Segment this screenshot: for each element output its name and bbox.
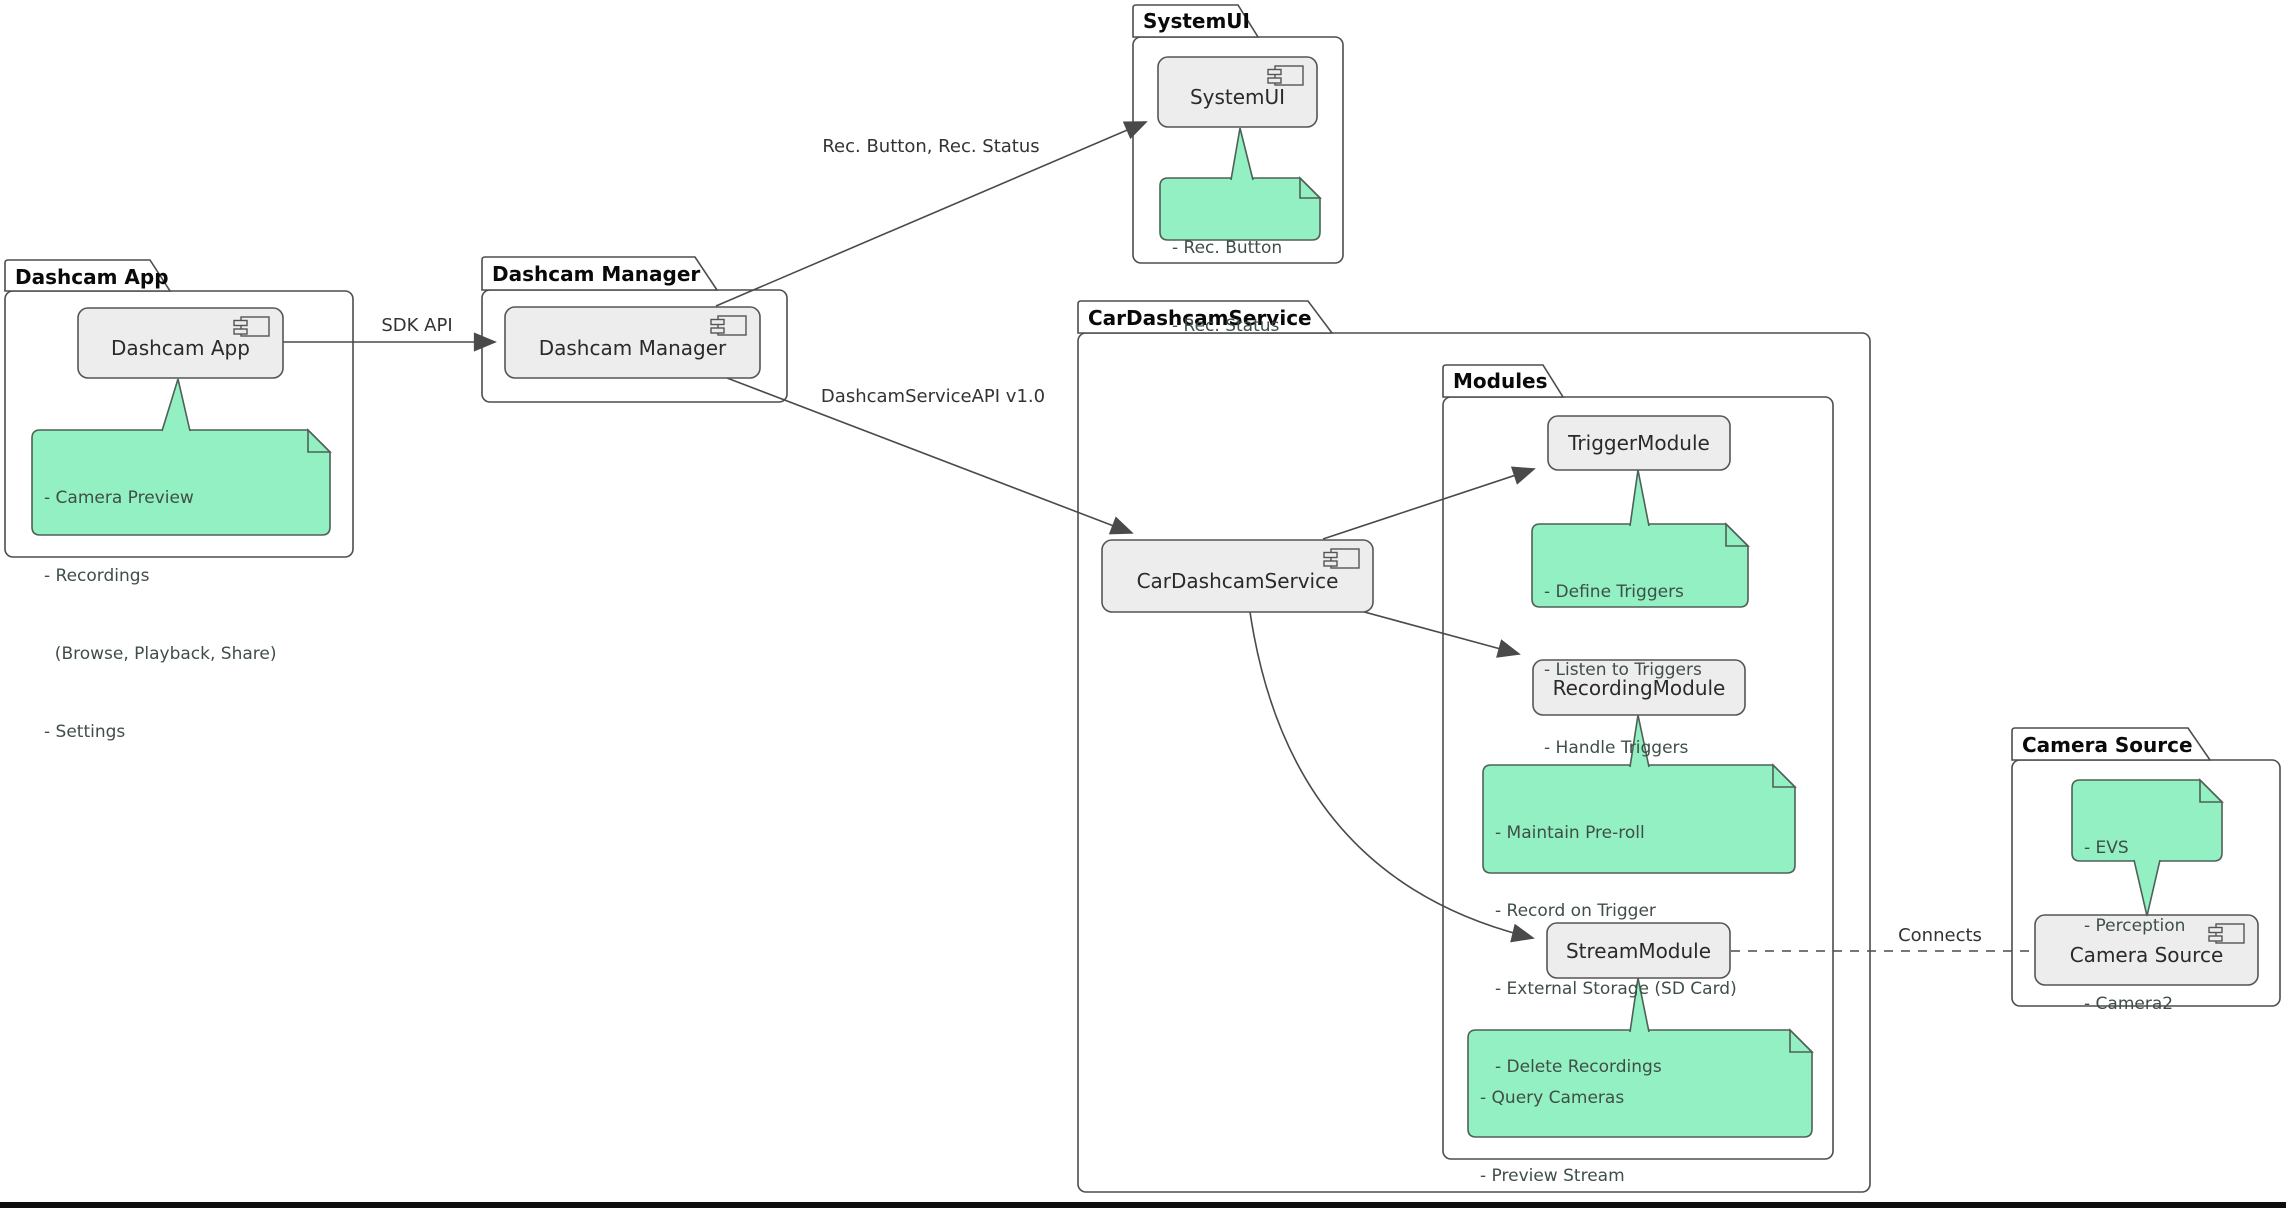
note-line: - External Storage (SD Card) bbox=[1495, 979, 1737, 999]
component-name-systemui: SystemUI bbox=[1189, 85, 1286, 109]
note-camera-source-text: - EVS - Perception - Camera2 bbox=[2072, 783, 2222, 1069]
edge-rec-button-status bbox=[715, 121, 1148, 307]
component-name-dashcam-manager: Dashcam Manager bbox=[538, 335, 727, 360]
note-line: (Browse, Playback, Share) bbox=[44, 644, 277, 664]
component-icon bbox=[233, 316, 270, 337]
note-line: - Define Triggers bbox=[1544, 582, 1684, 602]
note-line: - Record on Trigger bbox=[1495, 901, 1656, 921]
component-name-car-dashcam-service: CarDashcamService bbox=[1136, 569, 1339, 593]
component-icon bbox=[710, 315, 747, 336]
component-trigger-module bbox=[1547, 415, 1731, 471]
component-car-dashcam-service bbox=[1101, 539, 1374, 613]
edge-label-rec-button-status: Rec. Button, Rec. Status bbox=[822, 136, 1040, 157]
component-dashcam-manager bbox=[504, 306, 761, 379]
note-line: - Rec. Status bbox=[1172, 316, 1280, 336]
note-recording-module bbox=[1482, 764, 1796, 874]
note-dashcam-app-text: - Camera Preview - Recordings (Browse, P… bbox=[32, 433, 330, 797]
component-icon bbox=[1323, 548, 1360, 569]
note-line: - Preview Stream bbox=[1480, 1166, 1625, 1186]
component-name-dashcam-app: Dashcam App bbox=[111, 336, 250, 360]
note-pointers bbox=[161, 127, 2161, 1033]
note-trigger-module-text: - Define Triggers - Listen to Triggers -… bbox=[1532, 527, 1748, 813]
note-line: - Delete Recordings bbox=[1495, 1057, 1662, 1077]
package-title-car-dashcam-service: CarDashcamService bbox=[1088, 306, 1312, 330]
package-title-systemui: SystemUI bbox=[1143, 9, 1250, 33]
note-line: - Settings bbox=[44, 722, 126, 742]
note-line: - Query Cameras bbox=[1480, 1088, 1625, 1108]
note-line: - Listen to Triggers bbox=[1544, 660, 1702, 680]
edge-label-dashcam-service-api: DashcamServiceAPI v1.0 bbox=[820, 386, 1046, 407]
note-line: - Rec. Button bbox=[1172, 238, 1283, 258]
edge-dashcam-service-api bbox=[726, 377, 1134, 535]
note-camera-source bbox=[2071, 779, 2223, 862]
package-title-dashcam-manager: Dashcam Manager bbox=[492, 262, 701, 286]
note-line: - Recordings bbox=[44, 566, 150, 586]
edge-to-trigger-module bbox=[1322, 466, 1536, 540]
note-fold bbox=[1725, 522, 1750, 547]
component-name-stream-module: StreamModule bbox=[1565, 938, 1712, 963]
edge-label-sdk-api: SDK API bbox=[381, 315, 453, 336]
bottom-window-edge bbox=[0, 1202, 2286, 1208]
note-dashcam-app bbox=[31, 429, 331, 536]
note-stream-module bbox=[1467, 1029, 1813, 1138]
component-name-recording-module: RecordingModule bbox=[1552, 675, 1726, 700]
edge-label-connects: Connects bbox=[1898, 925, 1982, 946]
note-fold bbox=[2199, 778, 2224, 803]
edge-to-recording-module bbox=[1356, 609, 1521, 658]
note-line: - EVS bbox=[2084, 838, 2129, 858]
note-line: - Camera2 bbox=[2084, 994, 2174, 1014]
note-line: - Perception bbox=[2084, 916, 2186, 936]
package-title-modules: Modules bbox=[1453, 369, 1548, 393]
note-line: - Maintain Pre-roll bbox=[1495, 823, 1645, 843]
note-fold bbox=[1772, 763, 1797, 788]
package-title-camera-source: Camera Source bbox=[2022, 733, 2193, 757]
component-recording-module bbox=[1532, 659, 1746, 716]
component-name-camera-source: Camera Source bbox=[2069, 943, 2224, 967]
note-fold bbox=[307, 428, 332, 453]
component-systemui bbox=[1157, 56, 1318, 128]
note-line: - Camera Preview bbox=[44, 488, 194, 508]
note-systemui bbox=[1159, 177, 1321, 241]
package-title-dashcam-app: Dashcam App bbox=[15, 265, 169, 289]
component-name-trigger-module: TriggerModule bbox=[1568, 431, 1710, 455]
note-recording-module-text: - Maintain Pre-roll - Record on Trigger … bbox=[1483, 768, 1795, 1132]
note-systemui-text: - Rec. Button - Rec. Status bbox=[1160, 183, 1320, 391]
component-icon bbox=[1267, 65, 1304, 86]
component-dashcam-app bbox=[77, 307, 284, 379]
edge-to-stream-module bbox=[1249, 611, 1535, 943]
note-stream-module-text: - Query Cameras - Preview Stream - Snaps… bbox=[1468, 1033, 1812, 1208]
note-fold bbox=[1299, 176, 1322, 199]
note-line: - Handle Triggers bbox=[1544, 738, 1689, 758]
component-icon bbox=[2208, 923, 2245, 944]
note-fold bbox=[1789, 1028, 1814, 1053]
note-trigger-module bbox=[1531, 523, 1749, 608]
